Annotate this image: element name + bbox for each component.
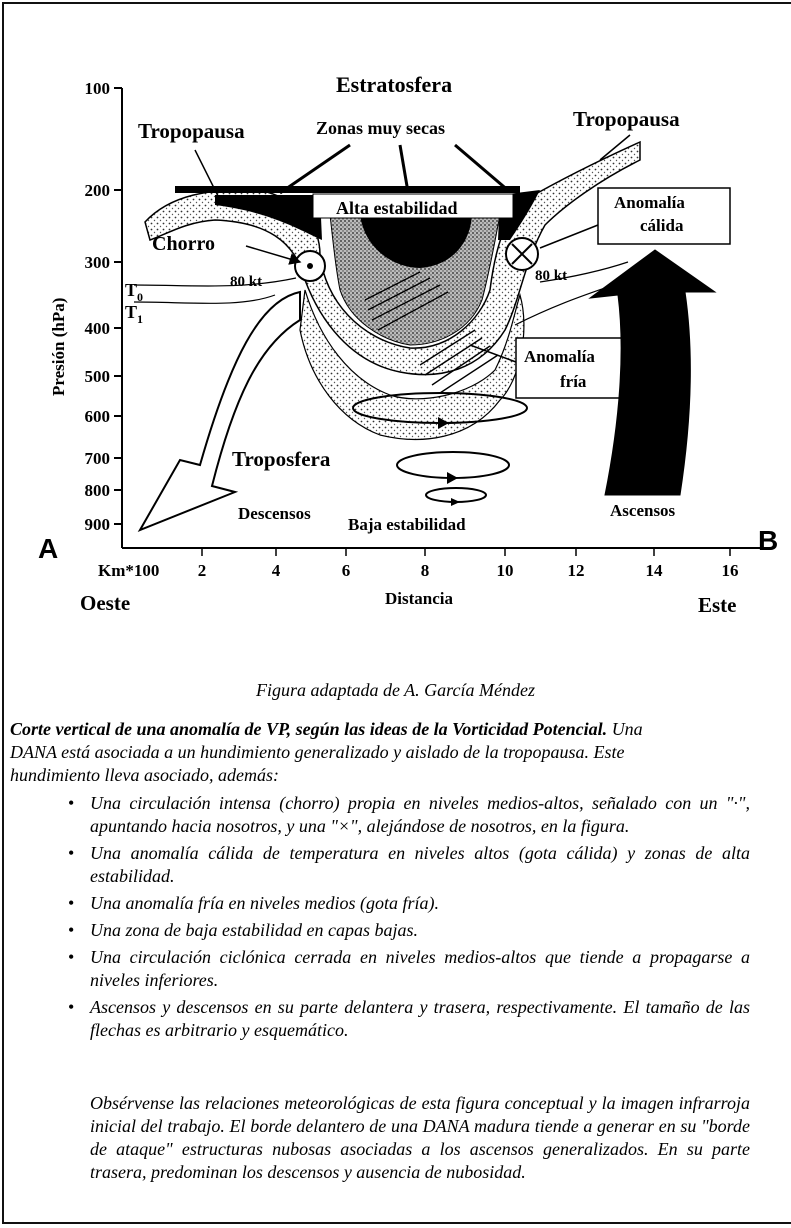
label-jet-speed-left: 80 kt: [230, 274, 262, 290]
bullet-item: Ascensos y descensos en su parte delante…: [90, 996, 750, 1042]
intro-line-1: Corte vertical de una anomalía de VP, se…: [10, 718, 791, 741]
x-tick-label: 6: [342, 561, 351, 580]
bullet-item: Una anomalía fría en niveles medios (got…: [90, 892, 750, 915]
x-tick-label: 12: [568, 561, 585, 580]
x-tick-label: 4: [272, 561, 281, 580]
x-tick-label: 16: [722, 561, 739, 580]
figure-caption: Figura adaptada de A. García Méndez: [0, 680, 791, 701]
y-tick-label: 100: [85, 79, 111, 98]
y-tick-label: 800: [85, 481, 111, 500]
dana-cross-section-diagram: 100 200 300 400 500 600 700 800 900 2 4 6 8 10 12 14 16: [0, 0, 791, 670]
pointer-dry-mid: [400, 145, 408, 192]
y-tick-label: 700: [85, 449, 111, 468]
label-troposphere: Troposfera: [232, 447, 331, 471]
isentrope-right-lower: [515, 288, 605, 325]
bullet-item: Una circulación ciclónica cerrada en niv…: [90, 946, 750, 992]
label-stratosphere: Estratosfera: [336, 72, 452, 97]
descent-arrow: [140, 292, 300, 530]
y-axis-ticks: 100 200 300 400 500 600 700 800 900: [85, 79, 123, 534]
label-low-stability: Baja estabilidad: [348, 515, 466, 534]
intro-bold: Corte vertical de una anomalía de VP, se…: [10, 719, 607, 739]
label-high-stability: Alta estabilidad: [336, 198, 458, 218]
bullet-item: Una circulación intensa (chorro) propia …: [90, 792, 750, 838]
label-tropopause-right: Tropopausa: [573, 107, 680, 131]
jet-left-dot-icon: [307, 263, 313, 269]
label-descents: Descensos: [238, 504, 311, 523]
x-tick-label: 10: [497, 561, 514, 580]
label-point-b: B: [758, 525, 778, 556]
pointer-warm-anomaly: [540, 225, 598, 248]
label-jet-speed-right: 80 kt: [535, 268, 567, 284]
label-warm-anomaly-1: Anomalía: [614, 193, 685, 212]
intro-line1-rest: Una: [607, 719, 643, 739]
y-tick-label: 900: [85, 515, 111, 534]
closing-paragraph: Obsérvense las relaciones meteorológicas…: [90, 1092, 750, 1184]
label-west: Oeste: [80, 591, 130, 615]
intro-paragraph: Corte vertical de una anomalía de VP, se…: [10, 718, 791, 787]
label-y-axis-title: Presión (hPa): [49, 298, 68, 396]
high-stability-bar: [175, 186, 520, 193]
label-dry-zones: Zonas muy secas: [316, 118, 445, 138]
y-tick-label: 400: [85, 319, 111, 338]
intro-line-2: DANA está asociada a un hundimiento gene…: [10, 741, 791, 764]
label-t1: T1: [125, 302, 143, 326]
pointer-dry-left: [280, 145, 350, 193]
intro-line-3: hundimiento lleva asociado, además:: [10, 764, 791, 787]
label-east: Este: [698, 593, 737, 617]
label-x-axis-title: Distancia: [385, 589, 454, 608]
y-tick-label: 600: [85, 407, 111, 426]
y-tick-label: 200: [85, 181, 111, 200]
pointer-dry-right: [455, 145, 510, 192]
label-t0: T0: [125, 280, 143, 304]
label-jet: Chorro: [152, 233, 215, 255]
x-tick-label: 8: [421, 561, 430, 580]
x-axis-ticks: 2 4 6 8 10 12 14 16: [198, 548, 739, 580]
bullet-list: Una circulación intensa (chorro) propia …: [90, 792, 750, 1046]
isentrope-t1: [134, 295, 275, 303]
label-point-a: A: [38, 533, 58, 564]
label-warm-anomaly-2: cálida: [640, 216, 684, 235]
x-tick-label: 14: [646, 561, 664, 580]
x-tick-label: 2: [198, 561, 207, 580]
isentrope-t0: [134, 278, 296, 286]
bullet-item: Una anomalía cálida de temperatura en ni…: [90, 842, 750, 888]
label-cold-anomaly-1: Anomalía: [524, 347, 595, 366]
label-cold-anomaly-2: fría: [560, 372, 587, 391]
y-tick-label: 500: [85, 367, 111, 386]
y-tick-label: 300: [85, 253, 111, 272]
bullet-item: Una zona de baja estabilidad en capas ba…: [90, 919, 750, 942]
label-x-unit: Km*100: [98, 561, 159, 580]
label-ascents: Ascensos: [610, 501, 676, 520]
label-tropopause-left: Tropopausa: [138, 119, 245, 143]
